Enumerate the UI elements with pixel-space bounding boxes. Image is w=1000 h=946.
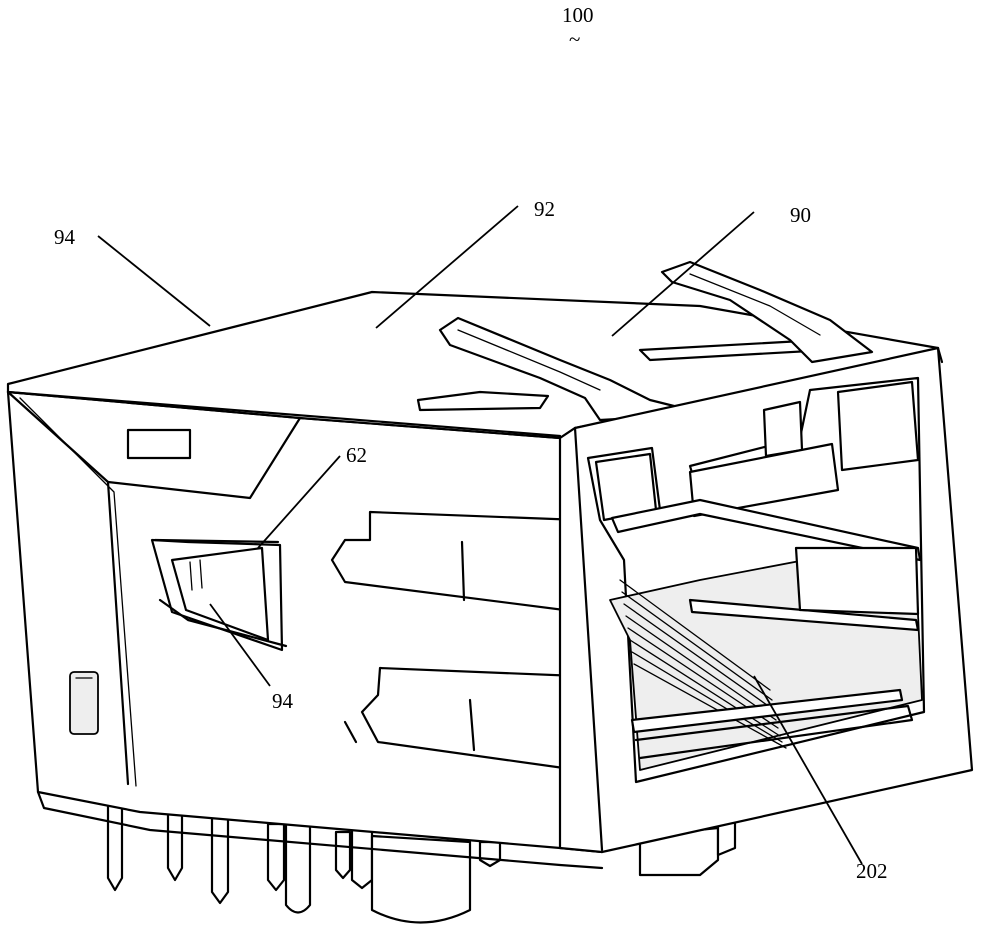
callout-94-side: 94 — [272, 689, 294, 713]
housing-front-face — [558, 346, 974, 854]
leader-lines — [97, 205, 863, 865]
top-spring-arms — [438, 260, 874, 422]
side-spring-fingers — [330, 510, 592, 772]
figure-reference-number: 100 — [562, 3, 594, 27]
side-latch-tab — [150, 538, 288, 652]
housing-left-side — [6, 390, 604, 870]
callout-90: 90 — [790, 203, 811, 227]
callout-62: 62 — [346, 443, 367, 467]
side-slot — [69, 671, 99, 735]
callout-202: 202 — [856, 859, 888, 883]
callout-94-top: 94 — [54, 225, 76, 249]
side-window — [126, 428, 192, 460]
terminal-contacts — [619, 579, 914, 760]
figure-reference-tilde: ~ — [569, 27, 580, 51]
callout-92: 92 — [534, 197, 555, 221]
